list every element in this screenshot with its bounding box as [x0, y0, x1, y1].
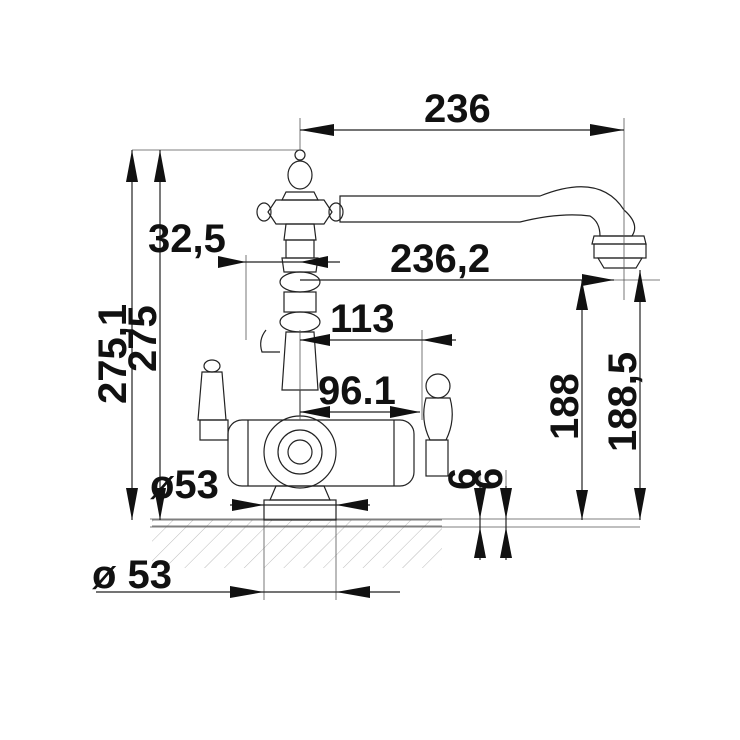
dimension-lines — [96, 124, 646, 598]
dim-deck-thickness-b: 6 — [467, 468, 511, 490]
dim-handle-offset: 96.1 — [318, 369, 396, 413]
dim-base-diameter: ø53 — [150, 463, 219, 507]
dim-spout-reach: 236,2 — [390, 237, 490, 281]
dim-deck-thickness-a: 6 — [441, 468, 485, 490]
dim-total-height-a: 275,1 — [91, 304, 135, 404]
dim-spout-height-offset: 32,5 — [148, 217, 226, 261]
dim-outlet-height-b: 188,5 — [601, 352, 645, 452]
dim-hole-diameter: ø 53 — [92, 553, 172, 597]
dimension-labels: 236 32,5 236,2 113 96.1 275,1 275 188 18… — [91, 87, 645, 597]
dim-outlet-height-a: 188 — [543, 373, 587, 440]
faucet-outline — [197, 149, 647, 521]
dim-total-height-b: 275 — [121, 305, 165, 372]
dim-valve-reach: 113 — [330, 297, 395, 341]
countertop-section — [150, 518, 640, 600]
dim-top-width: 236 — [424, 87, 491, 131]
